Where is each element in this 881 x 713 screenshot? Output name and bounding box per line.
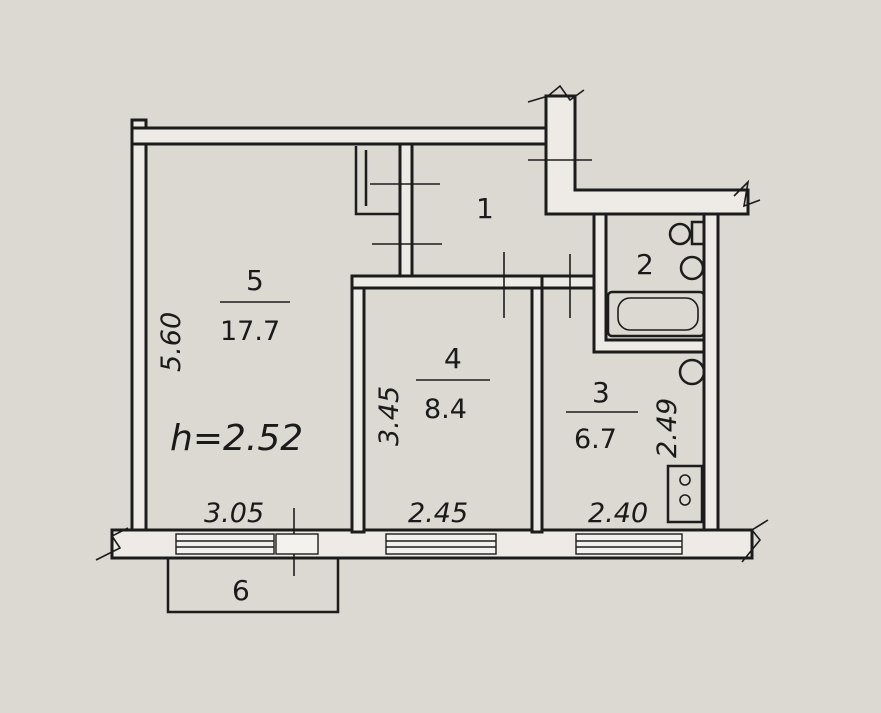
- partition-top-4: [350, 274, 544, 290]
- room-4-area: 8.4: [424, 394, 467, 425]
- shaft-wall: [544, 94, 750, 216]
- dimensions: 5.60 3.45 2.49 3.05 2.45 2.40: [156, 312, 683, 529]
- kitchen-sink-icon: [678, 358, 706, 386]
- windows: [175, 533, 683, 555]
- ceiling-height: h=2.52: [170, 418, 303, 459]
- bathtub-inner-icon: [617, 297, 699, 331]
- break-line-right: [733, 179, 761, 208]
- room-6-number: 6: [232, 574, 250, 607]
- break-line-top: [527, 84, 585, 103]
- closet: [354, 146, 400, 216]
- room-5-width: 3.05: [204, 498, 264, 529]
- room-5-area: 17.7: [220, 316, 280, 347]
- room-3-depth: 2.49: [652, 398, 683, 458]
- bathroom-fixtures: [606, 220, 706, 524]
- top-wall: [130, 126, 550, 146]
- room-4-depth: 3.45: [374, 386, 405, 446]
- room-3-width: 2.40: [588, 498, 648, 529]
- bathtub: [606, 290, 706, 338]
- bathroom-wall: [592, 212, 706, 354]
- stove-icon: [666, 464, 704, 524]
- closet-post: [398, 142, 414, 278]
- partition-4-3: [530, 282, 544, 534]
- left-wall: [130, 118, 148, 534]
- break-line-bottom-left: [95, 527, 129, 561]
- sink-icon: [679, 255, 705, 281]
- walls: [110, 94, 754, 560]
- partition-5-4: [350, 282, 366, 534]
- room-4-number: 4: [444, 342, 462, 375]
- room-4-width: 2.45: [408, 498, 468, 529]
- room-3-number: 3: [592, 376, 610, 409]
- toilet-icon: [668, 222, 692, 246]
- balcony: [166, 556, 340, 614]
- right-wall: [702, 212, 720, 534]
- room-3-area: 6.7: [574, 424, 617, 455]
- room-5-depth: 5.60: [156, 312, 187, 372]
- room-1-number: 1: [476, 192, 494, 225]
- room-2-number: 2: [636, 248, 654, 281]
- break-line-bottom-right: [741, 519, 769, 563]
- room-labels: 1 2 3 6.7 4 8.4 5 17.7 6: [220, 192, 654, 607]
- room-5-number: 5: [246, 264, 264, 297]
